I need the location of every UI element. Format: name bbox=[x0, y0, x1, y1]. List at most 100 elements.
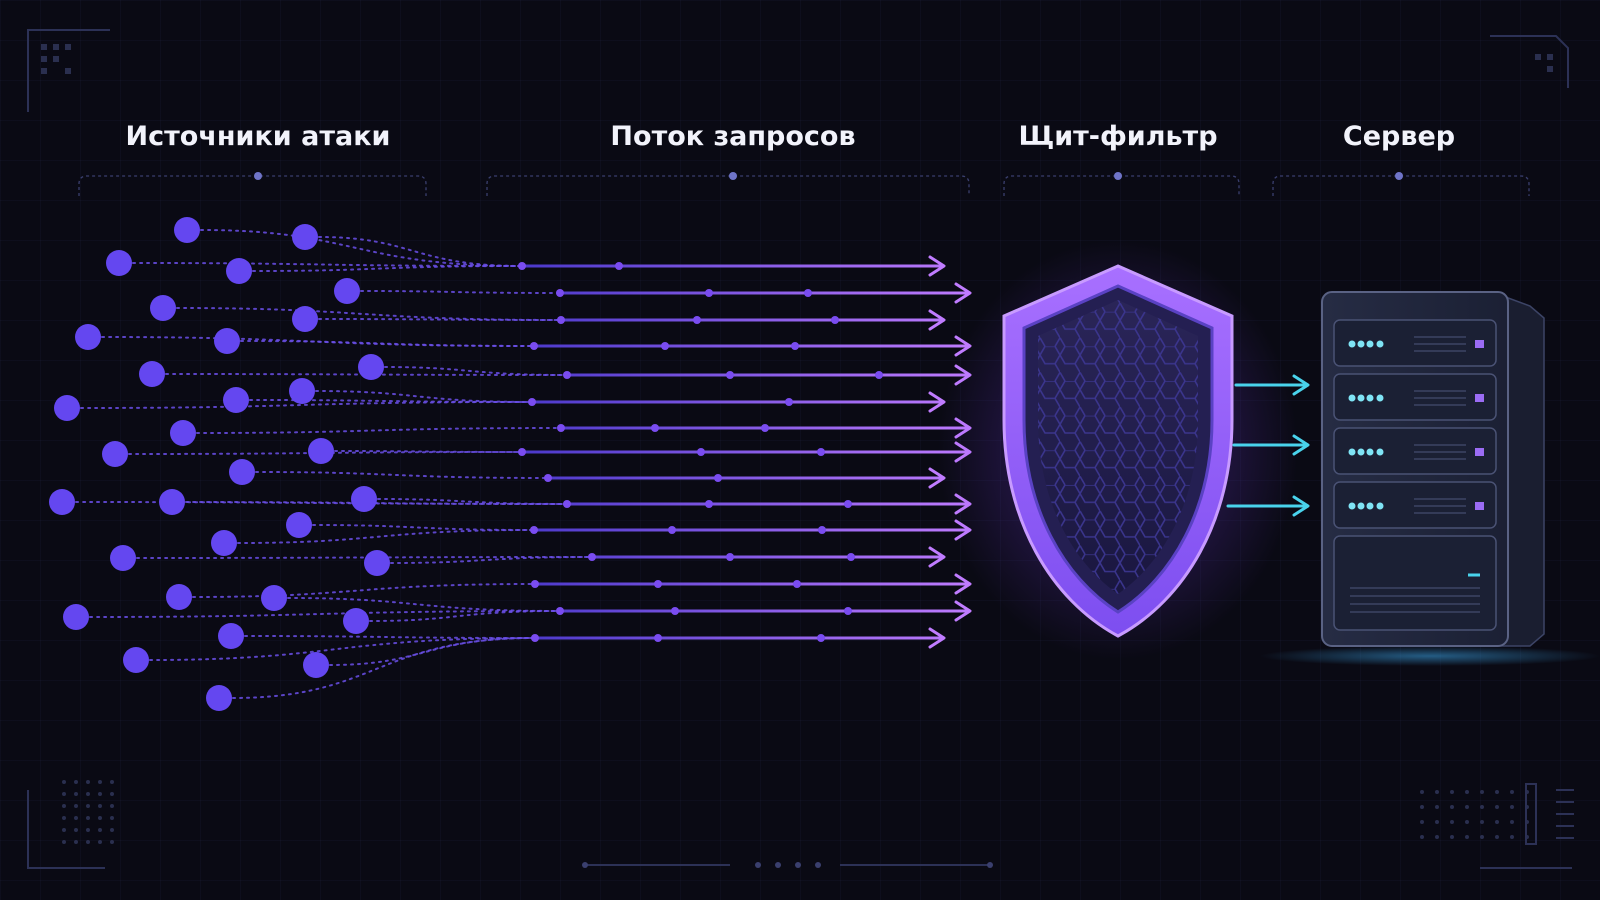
decor-dot bbox=[1510, 820, 1514, 824]
dotted-link bbox=[244, 635, 536, 639]
flow-bead bbox=[651, 424, 659, 432]
attack-source-node bbox=[303, 652, 329, 678]
dotted-link bbox=[334, 450, 523, 453]
decor-dot bbox=[110, 792, 114, 796]
decor-dot bbox=[62, 780, 66, 784]
flow-bead bbox=[654, 580, 662, 588]
dotted-link bbox=[255, 471, 549, 479]
server-led bbox=[1357, 502, 1365, 510]
flow-bead bbox=[530, 526, 538, 534]
dotted-link bbox=[192, 583, 536, 598]
decor-dot bbox=[1465, 805, 1469, 809]
dotted-link bbox=[249, 399, 533, 403]
attack-source-node bbox=[49, 489, 75, 515]
flow-bead bbox=[518, 448, 526, 456]
bottom-center-indicator bbox=[582, 862, 993, 868]
decor-dot bbox=[1435, 820, 1439, 824]
section-title-flow: Поток запросов bbox=[610, 121, 855, 152]
decor-dot bbox=[1450, 820, 1454, 824]
decor-dot bbox=[74, 780, 78, 784]
flow-arrowhead bbox=[954, 600, 972, 622]
attack-source-node bbox=[75, 324, 101, 350]
flow-arrowhead bbox=[928, 255, 946, 277]
decor-dot bbox=[86, 792, 90, 796]
flow-bead bbox=[530, 342, 538, 350]
dotted-link bbox=[390, 556, 593, 564]
attack-source-node bbox=[261, 585, 287, 611]
server-led bbox=[1348, 340, 1356, 348]
attack-source-node bbox=[106, 250, 132, 276]
bracket-dot-flow bbox=[729, 172, 737, 180]
flow-bead bbox=[875, 371, 883, 379]
bracket-flow bbox=[486, 175, 970, 196]
server-bay bbox=[1333, 481, 1497, 529]
dot-matrix-bottom-right bbox=[1420, 790, 1529, 839]
server-led bbox=[1366, 340, 1374, 348]
decor-dot bbox=[1420, 790, 1424, 794]
flow-bead bbox=[654, 634, 662, 642]
dotted-link bbox=[185, 501, 568, 505]
flow-arrow bbox=[528, 391, 946, 413]
decor-dot bbox=[98, 792, 102, 796]
decor-dot bbox=[110, 804, 114, 808]
flow-bead bbox=[697, 448, 705, 456]
decor-dot bbox=[1480, 805, 1484, 809]
decor-dot bbox=[98, 804, 102, 808]
attack-source-node bbox=[226, 258, 252, 284]
decor-dot bbox=[74, 840, 78, 844]
attack-source-node bbox=[223, 387, 249, 413]
flow-arrowhead bbox=[954, 282, 972, 304]
decor-dot bbox=[1465, 820, 1469, 824]
flow-bead bbox=[791, 342, 799, 350]
flow-arrow bbox=[556, 600, 972, 622]
decor-dot bbox=[1420, 805, 1424, 809]
attack-source-node bbox=[54, 395, 80, 421]
flow-bead bbox=[668, 526, 676, 534]
dotted-link bbox=[377, 498, 568, 505]
decor-dot bbox=[98, 816, 102, 820]
decor-dot bbox=[1495, 820, 1499, 824]
dotted-link bbox=[200, 229, 523, 267]
flow-bead bbox=[588, 553, 596, 561]
flow-bead bbox=[844, 500, 852, 508]
server-led bbox=[1357, 394, 1365, 402]
flow-bead bbox=[661, 342, 669, 350]
server-led bbox=[1366, 502, 1374, 510]
flow-bead bbox=[557, 316, 565, 324]
decor-dot bbox=[74, 828, 78, 832]
flow-arrow bbox=[556, 282, 972, 304]
bracket-shield bbox=[1003, 175, 1240, 196]
attack-source-node bbox=[170, 420, 196, 446]
attack-sources bbox=[49, 217, 390, 711]
flow-bead bbox=[557, 424, 565, 432]
attack-source-node bbox=[102, 441, 128, 467]
flow-bead bbox=[831, 316, 839, 324]
flow-arrow bbox=[557, 417, 972, 439]
server-led bbox=[1348, 502, 1356, 510]
flow-arrow bbox=[588, 546, 946, 568]
attack-source-node bbox=[139, 361, 165, 387]
dotted-link bbox=[237, 529, 535, 544]
flow-arrow bbox=[557, 309, 946, 331]
decor-dot bbox=[1465, 790, 1469, 794]
decor-dot bbox=[86, 816, 90, 820]
decor-dot bbox=[62, 840, 66, 844]
server-led bbox=[1376, 502, 1384, 510]
dot-grid-top-right bbox=[1535, 54, 1553, 72]
decor-dot bbox=[1510, 805, 1514, 809]
server-led bbox=[1366, 448, 1374, 456]
request-flow bbox=[518, 255, 972, 649]
flow-bead bbox=[671, 607, 679, 615]
decor-dot bbox=[1435, 790, 1439, 794]
server-led bbox=[1348, 394, 1356, 402]
attack-source-node bbox=[358, 354, 384, 380]
flow-bead bbox=[793, 580, 801, 588]
server-bay-panel bbox=[1333, 319, 1497, 367]
attack-source-node bbox=[292, 306, 318, 332]
dotted-link bbox=[360, 290, 561, 294]
attack-source-node bbox=[229, 459, 255, 485]
flow-bead bbox=[518, 262, 526, 270]
server-bays bbox=[1333, 319, 1497, 529]
